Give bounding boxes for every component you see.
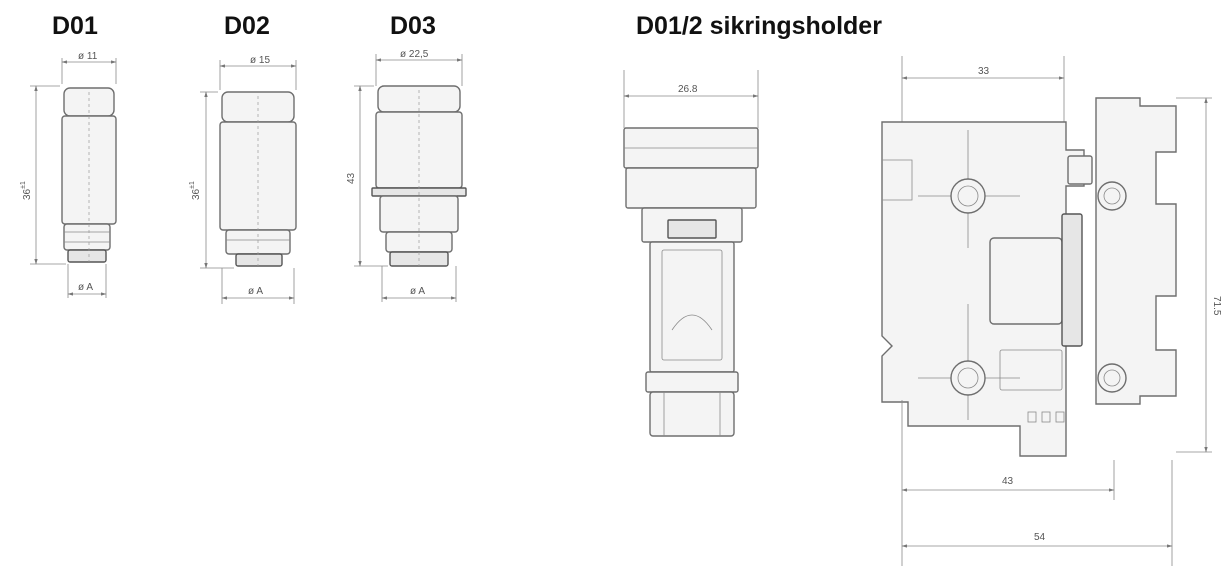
holder-side-view: 33 71.5 43 54 — [881, 56, 1222, 566]
d02-fuse-drawing: ø 15 36±1 ø A — [189, 55, 297, 304]
holder-width-label: 26.8 — [678, 84, 698, 95]
d02-diameter-label: ø 15 — [250, 55, 270, 66]
holder-height-label: 71.5 — [1211, 296, 1222, 316]
d03-diameter-label: ø 22,5 — [400, 49, 429, 60]
d01-base-label: ø A — [78, 282, 93, 293]
d01-diameter-label: ø 11 — [78, 51, 98, 62]
d03-fuse-drawing: ø 22,5 43 ø A — [346, 49, 467, 302]
d01-title: D01 — [52, 12, 98, 40]
holder-title: D01/2 sikringsholder — [636, 12, 882, 40]
holder-front-view: 26.8 — [623, 70, 759, 437]
d02-base-label: ø A — [248, 286, 263, 297]
d03-title: D03 — [390, 12, 436, 40]
d03-length-label: 43 — [346, 172, 357, 184]
holder-depth2-label: 54 — [1034, 532, 1046, 543]
d03-base-label: ø A — [410, 286, 425, 297]
holder-top-label: 33 — [978, 66, 990, 77]
holder-depth1-label: 43 — [1002, 476, 1014, 487]
d01-fuse-drawing: ø 11 36±1 ø A — [20, 51, 117, 298]
d02-length-label: 36±1 — [189, 181, 202, 200]
d02-title: D02 — [224, 12, 270, 40]
d01-length-label: 36±1 — [20, 181, 33, 200]
